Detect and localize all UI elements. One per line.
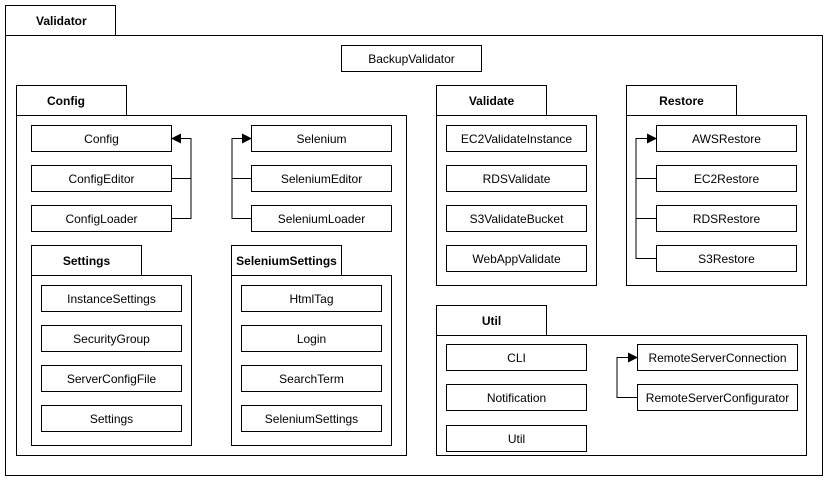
class-seleniumloader[interactable]: SeleniumLoader [251, 205, 392, 232]
class-util[interactable]: Util [446, 425, 587, 452]
class-securitygroup[interactable]: SecurityGroup [41, 325, 182, 352]
class-s3validatebucket[interactable]: S3ValidateBucket [446, 205, 587, 232]
package-restore-tab[interactable]: Restore [626, 85, 737, 116]
class-rdsrestore[interactable]: RDSRestore [656, 205, 797, 232]
package-seleniumsettings-tab[interactable]: SeleniumSettings [231, 245, 342, 276]
class-webappvalidate[interactable]: WebAppValidate [446, 245, 587, 272]
class-instancesettings[interactable]: InstanceSettings [41, 285, 182, 312]
package-validate-tab[interactable]: Validate [436, 85, 547, 116]
class-searchterm[interactable]: SearchTerm [241, 365, 382, 392]
package-restore-title: Restore [659, 94, 704, 108]
class-cli[interactable]: CLI [446, 344, 587, 371]
class-ec2validateinstance[interactable]: EC2ValidateInstance [446, 125, 587, 152]
package-seleniumsettings-title: SeleniumSettings [236, 254, 337, 268]
class-rdsvalidate[interactable]: RDSValidate [446, 165, 587, 192]
package-settings-title: Settings [62, 254, 111, 268]
package-validator-title: Validator [36, 14, 87, 28]
class-serverconfigfile[interactable]: ServerConfigFile [41, 365, 182, 392]
class-settings[interactable]: Settings [41, 405, 182, 432]
class-awsrestore[interactable]: AWSRestore [656, 125, 797, 152]
class-backupvalidator[interactable]: BackupValidator [341, 45, 482, 72]
class-config[interactable]: Config [31, 125, 172, 152]
class-configeditor[interactable]: ConfigEditor [31, 165, 172, 192]
class-configloader[interactable]: ConfigLoader [31, 205, 172, 232]
class-ec2restore[interactable]: EC2Restore [656, 165, 797, 192]
package-validate-title: Validate [468, 94, 515, 108]
package-util-tab[interactable]: Util [436, 305, 547, 336]
class-selenium[interactable]: Selenium [251, 125, 392, 152]
package-config-title: Config [47, 94, 85, 108]
class-remoteserverconfigurator[interactable]: RemoteServerConfigurator [637, 384, 798, 411]
package-config-tab[interactable]: Config [16, 85, 127, 116]
package-settings-tab[interactable]: Settings [31, 245, 142, 276]
class-s3restore[interactable]: S3Restore [656, 245, 797, 272]
class-seleniumeditor[interactable]: SeleniumEditor [251, 165, 392, 192]
class-htmltag[interactable]: HtmlTag [241, 285, 382, 312]
class-remoteserverconnection[interactable]: RemoteServerConnection [637, 344, 798, 371]
class-seleniumsettings[interactable]: SeleniumSettings [241, 405, 382, 432]
package-util-title: Util [481, 314, 502, 328]
class-login[interactable]: Login [241, 325, 382, 352]
class-notification[interactable]: Notification [446, 384, 587, 411]
package-validator-tab[interactable]: Validator [5, 5, 116, 36]
